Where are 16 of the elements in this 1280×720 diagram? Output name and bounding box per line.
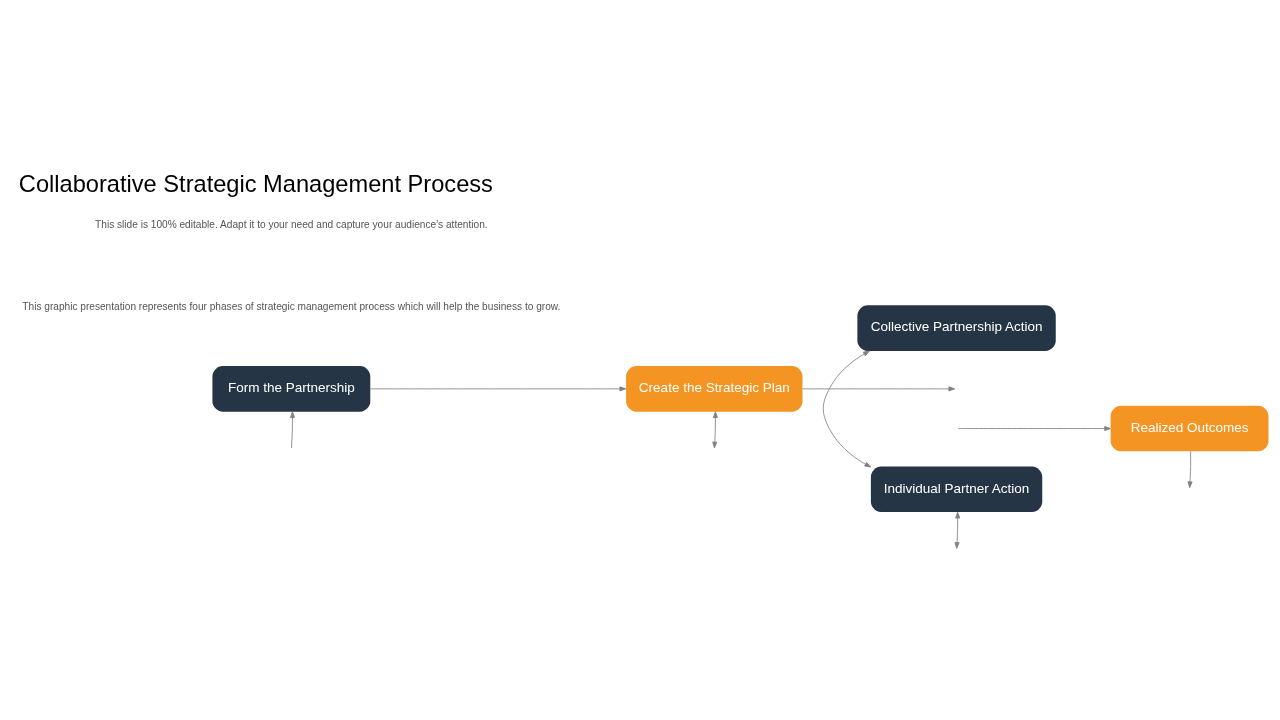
node-box: Create the Strategic Plan: [626, 365, 803, 412]
label: This slide is 100% editable. Adapt it to your need and capture your audience's attention.: [95, 218, 488, 230]
node-box: Realized Outcomes: [1110, 405, 1269, 451]
label: This graphic presentation represents four phases of strategic management process which will help the business to grow.: [22, 300, 561, 312]
arrow: [802, 385, 956, 391]
node-box: Collective Partnership Action: [857, 304, 1056, 351]
arrow: [712, 410, 718, 448]
arrow: [957, 425, 1111, 431]
arrow: [290, 410, 295, 448]
arrow: [954, 511, 961, 549]
node-box: Individual Partner Action: [870, 466, 1043, 512]
arrow: [370, 385, 627, 391]
node-box: Form the Partnership: [212, 365, 371, 412]
arrow: [822, 350, 872, 467]
arrow: [1187, 450, 1193, 488]
diagram-title: Collaborative Strategic Management Process: [18, 170, 493, 197]
